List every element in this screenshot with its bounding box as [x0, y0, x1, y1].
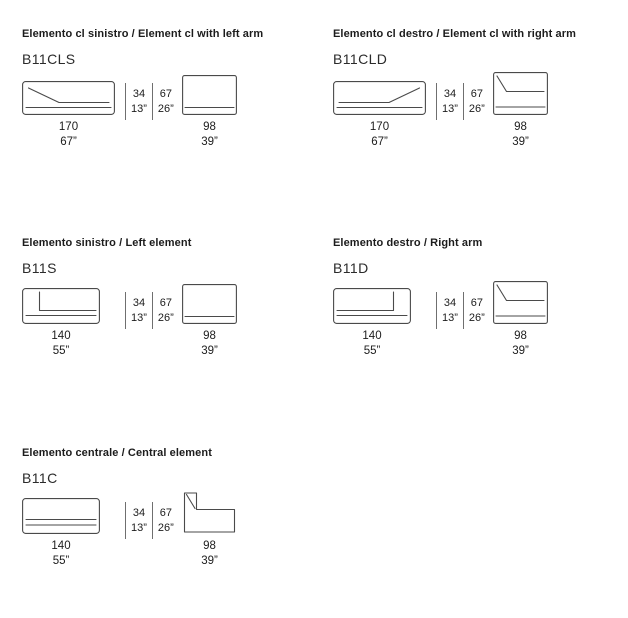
width-in: 67” — [60, 135, 77, 148]
height-dimensions: 34 13” 67 26” — [125, 83, 179, 120]
depth-cm: 98 — [203, 540, 216, 552]
height-dimensions: 34 13” 67 26” — [436, 292, 490, 329]
front-width-label: 170 67” — [333, 120, 426, 149]
total-height-cm: 67 — [159, 296, 172, 309]
total-height-cm: 67 — [159, 506, 172, 519]
element-code: B11S — [22, 260, 57, 276]
total-height-in: 26” — [157, 311, 174, 324]
total-height-dim: 67 26” — [153, 83, 179, 120]
width-cm: 170 — [369, 121, 390, 133]
total-height-dim: 67 26” — [464, 83, 490, 120]
total-height-cm: 67 — [470, 87, 483, 100]
side-view-drawing — [182, 75, 237, 115]
front-view-drawing — [333, 81, 426, 115]
depth-label: 98 39” — [182, 539, 237, 568]
seat-height-cm: 34 — [132, 296, 146, 309]
total-height-cm: 67 — [159, 87, 172, 100]
total-height-in: 26” — [157, 521, 174, 534]
depth-cm: 98 — [203, 121, 216, 133]
element-spec-b11d: Elemento destro / Right arm B11D 34 13” … — [333, 237, 628, 405]
side-view-drawing — [182, 284, 237, 324]
total-height-dim: 67 26” — [153, 502, 179, 539]
depth-cm: 98 — [514, 330, 527, 342]
width-cm: 140 — [51, 330, 71, 342]
depth-in: 39” — [512, 135, 529, 148]
side-view-drawing — [183, 492, 236, 533]
seat-height-cm: 34 — [132, 506, 146, 519]
seat-height-cm: 34 — [443, 296, 457, 309]
total-height-in: 26” — [157, 102, 174, 115]
element-title: Elemento cl destro / Element cl with rig… — [333, 28, 576, 40]
depth-label: 98 39” — [493, 120, 548, 149]
front-view-drawing — [22, 498, 100, 534]
element-title: Elemento sinistro / Left element — [22, 237, 192, 249]
depth-in: 39” — [201, 554, 218, 567]
element-title: Elemento centrale / Central element — [22, 447, 212, 459]
seat-height-cm: 34 — [443, 87, 457, 100]
depth-label: 98 39” — [182, 120, 237, 149]
element-code: B11D — [333, 260, 369, 276]
front-view-drawing — [22, 81, 115, 115]
front-width-label: 140 55” — [333, 329, 411, 358]
element-code: B11CLD — [333, 51, 388, 67]
depth-cm: 98 — [514, 121, 527, 133]
element-title: Elemento cl sinistro / Element cl with l… — [22, 28, 264, 40]
element-code: B11C — [22, 470, 58, 486]
depth-label: 98 39” — [182, 329, 237, 358]
seat-height-dim: 34 13” — [436, 83, 464, 120]
seat-height-dim: 34 13” — [436, 292, 464, 329]
width-in: 55” — [52, 554, 70, 567]
depth-in: 39” — [512, 344, 529, 357]
seat-height-in: 13” — [131, 102, 147, 115]
seat-height-in: 13” — [131, 521, 147, 534]
depth-cm: 98 — [203, 330, 216, 342]
depth-in: 39” — [201, 344, 218, 357]
total-height-dim: 67 26” — [464, 292, 490, 329]
seat-height-dim: 34 13” — [125, 83, 153, 120]
element-code: B11CLS — [22, 51, 76, 67]
width-cm: 140 — [51, 540, 71, 552]
element-spec-b11cls: Elemento cl sinistro / Element cl with l… — [22, 28, 318, 196]
seat-height-dim: 34 13” — [125, 292, 153, 329]
height-dimensions: 34 13” 67 26” — [125, 292, 179, 329]
element-title: Elemento destro / Right arm — [333, 237, 483, 249]
total-height-in: 26” — [468, 311, 485, 324]
width-cm: 170 — [58, 121, 79, 133]
height-dimensions: 34 13” 67 26” — [436, 83, 490, 120]
seat-height-dim: 34 13” — [125, 502, 153, 539]
seat-height-cm: 34 — [132, 87, 146, 100]
front-width-label: 140 55” — [22, 329, 100, 358]
seat-height-in: 13” — [442, 102, 458, 115]
total-height-in: 26” — [468, 102, 485, 115]
element-spec-b11c: Elemento centrale / Central element B11C… — [22, 447, 318, 615]
width-in: 55” — [363, 344, 381, 357]
width-cm: 140 — [362, 330, 382, 342]
element-spec-b11s: Elemento sinistro / Left element B11S 34… — [22, 237, 318, 405]
total-height-cm: 67 — [470, 296, 483, 309]
element-spec-b11cld: Elemento cl destro / Element cl with rig… — [333, 28, 628, 196]
width-in: 67” — [371, 135, 388, 148]
seat-height-in: 13” — [442, 311, 458, 324]
height-dimensions: 34 13” 67 26” — [125, 502, 179, 539]
side-view-drawing — [493, 281, 548, 324]
total-height-dim: 67 26” — [153, 292, 179, 329]
depth-label: 98 39” — [493, 329, 548, 358]
width-in: 55” — [52, 344, 70, 357]
front-view-drawing — [333, 288, 411, 324]
side-view-drawing — [493, 72, 548, 115]
front-width-label: 140 55” — [22, 539, 100, 568]
front-width-label: 170 67” — [22, 120, 115, 149]
seat-height-in: 13” — [131, 311, 147, 324]
depth-in: 39” — [201, 135, 218, 148]
front-view-drawing — [22, 288, 100, 324]
